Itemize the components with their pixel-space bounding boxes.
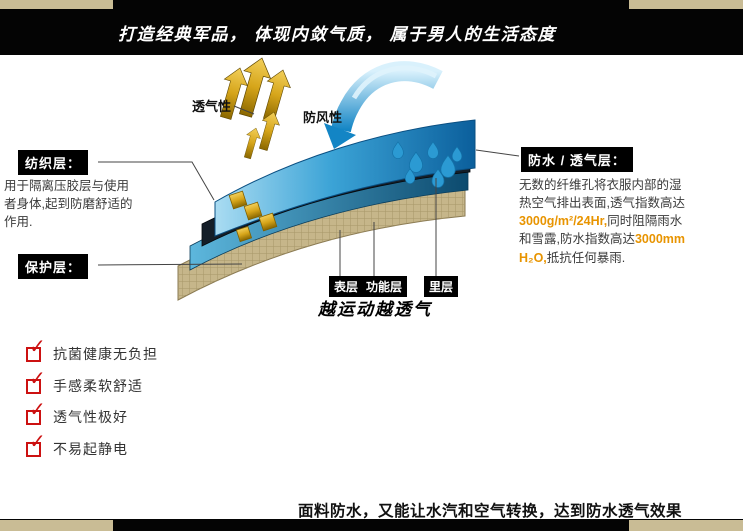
checklist-item-label: 透气性极好 [53, 409, 128, 425]
fabric-diagram-graphic [97, 57, 520, 301]
check-glyph: ✓ [29, 398, 46, 421]
layer-tag-surface: 表层 [329, 276, 364, 297]
fabric-layers [177, 119, 476, 301]
banner-slogan: 打造经典军品， 体现内敛气质， 属于男人的生活态度 [118, 25, 556, 44]
top-banner: 打造经典军品， 体现内敛气质， 属于男人的生活态度 [0, 0, 743, 55]
windproof-label: 防风性 [303, 110, 343, 125]
layer-tag-inner: 里层 [424, 276, 459, 297]
checkbox-check-icon: ✓ [26, 432, 46, 457]
banner-corner-bottom-right [629, 520, 743, 531]
breathability-arrows-icon [220, 57, 291, 160]
water-drops-icon [392, 141, 463, 188]
waterproof-desc-seg1: 无数的纤维孔将衣服内部的湿热空气排出表面,透气指数高达 [519, 178, 685, 211]
footer-text: 面料防水，又能让水汽和空气转换，达到防水透气效果 [298, 503, 683, 520]
check-glyph: ✓ [29, 335, 46, 358]
waterproof-layer-desc: 无数的纤维孔将衣服内部的湿热空气排出表面,透气指数高达 3000g/m²/24Hr… [519, 176, 693, 267]
textile-layer-label: 纺织层： [18, 150, 89, 175]
checklist-item-label: 不易起静电 [53, 441, 128, 457]
waterproof-layer-label: 防水 / 透气层： [521, 147, 633, 172]
membrane-squares-icon [228, 190, 278, 243]
checkbox-check-icon: ✓ [26, 369, 46, 394]
check-glyph: ✓ [29, 367, 46, 390]
checkbox-check-icon: ✓ [26, 400, 46, 425]
checklist-item: ✓ 不易起静电 [26, 432, 128, 459]
checklist-item: ✓ 抗菌健康无负担 [26, 337, 158, 364]
checklist-item: ✓ 手感柔软舒适 [26, 369, 143, 396]
checklist-item-label: 抗菌健康无负担 [53, 346, 158, 362]
check-glyph: ✓ [29, 430, 46, 453]
checkbox-check-icon: ✓ [26, 337, 46, 362]
layer-tag-functional: 功能层 [361, 276, 408, 297]
waterproof-desc-seg5: 抵抗任何暴雨. [546, 250, 626, 265]
waterproof-desc-highlight1: 3000g/m²/24Hr, [519, 214, 608, 229]
waterproof-desc-highlight2: 3000mm H₂O, [519, 232, 686, 265]
bottom-banner [0, 519, 743, 531]
checklist-item-label: 手感柔软舒适 [53, 378, 143, 394]
banner-corner-top-left [0, 0, 113, 9]
banner-corner-top-right [629, 0, 743, 9]
diagram-slogan: 越运动越透气 [318, 300, 432, 319]
textile-layer-desc: 用于隔离压胶层与使用者身体,起到防磨舒适的作用. [4, 179, 133, 230]
pointer-lines [97, 105, 520, 276]
breathability-label: 透气性 [192, 99, 232, 114]
banner-corner-bottom-left [0, 520, 113, 531]
checklist-item: ✓ 透气性极好 [26, 400, 128, 427]
windproof-arrow-icon [324, 61, 443, 149]
protect-layer-label: 保护层： [18, 254, 89, 279]
waterproof-desc-seg3: 同时阻隔雨水和雪露,防水指数高达 [519, 214, 683, 247]
